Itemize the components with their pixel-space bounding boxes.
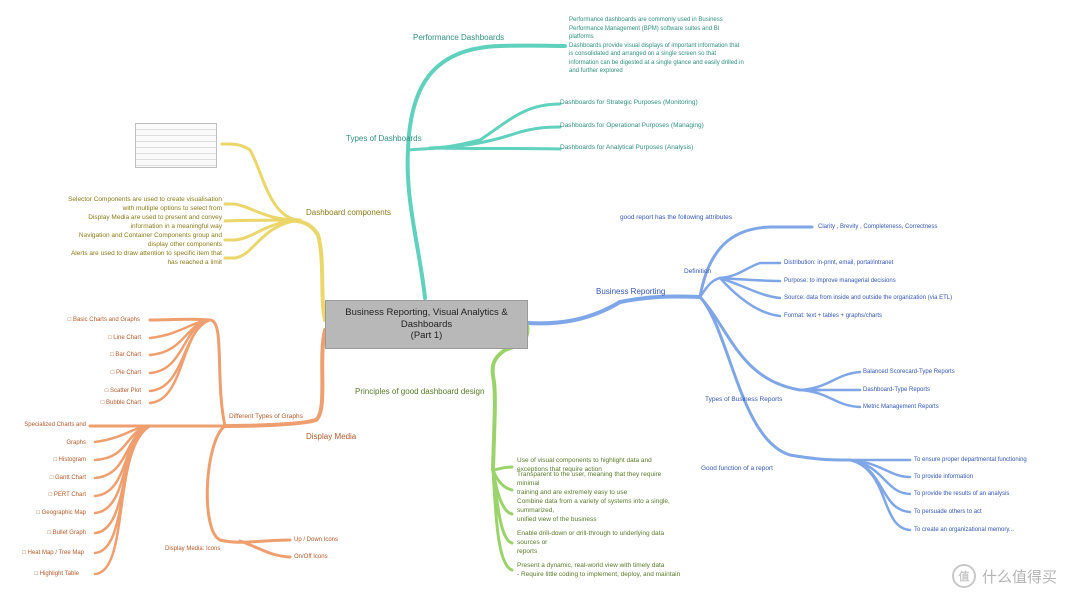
node-dashboard-type-reports[interactable]: Dashboard-Type Reports [863,387,931,393]
navigation-components-line1: Navigation and Container Components grou… [78,232,222,239]
node-gantt-chart[interactable]: □ Gantt Chart [49,475,86,481]
node-types-of-dashboards[interactable]: Types of Dashboards [346,134,422,143]
node-principle-drill-down[interactable]: Enable drill-down or drill-through to un… [517,529,664,556]
node-highlight-table[interactable]: □ Highlight Table [34,571,79,577]
node-format[interactable]: Format: text + tables + graphs/charts [784,313,883,319]
performance-notes: Performance dashboards are commonly used… [569,16,744,76]
node-geographic-map[interactable]: □ Geographic Map [36,510,86,516]
principle-3-line1: Combine data from a variety of systems i… [517,498,670,505]
principle-2-line1: Transparent to the user, meaning that th… [517,471,662,478]
node-dashboard-strategic[interactable]: Dashboards for Strategic Purposes (Monit… [560,99,698,106]
navigation-components-line2: display other components [147,241,222,248]
dashboard-components-thumbnail [135,123,217,168]
node-line-chart[interactable]: □ Line Chart [108,335,141,341]
node-display-media-component[interactable]: Display Media are used to present and co… [20,213,222,231]
node-scatter-plot[interactable]: □ Scatter Plot [104,388,141,394]
central-title-line3: (Part 1) [410,330,443,342]
watermark-logo-icon: 值 [952,564,976,588]
principle-1-line1: Use of visual components to highlight da… [517,457,652,464]
node-on-off-icons[interactable]: On/Off Icons [294,554,328,560]
principle-3-line2: summarized, [517,507,555,514]
node-bullet-graph[interactable]: □ Bullet Graph [47,530,86,536]
node-purpose[interactable]: Purpose: to improve managerial decisions [784,278,896,284]
performance-note-6: information can be digested at a single … [569,59,744,66]
node-up-down-icons[interactable]: Up / Down Icons [294,537,339,543]
principle-4-line1: Enable drill-down or drill-through to un… [517,530,665,537]
node-types-of-business-reports[interactable]: Types of Business Reports [705,396,783,403]
alerts-line1: Alerts are used to draw attention to spe… [70,250,222,257]
node-function-analysis[interactable]: To provide the results of an analysis [914,491,1010,497]
node-distribution[interactable]: Distribution: in-print, email, portal/in… [784,260,894,266]
node-bar-chart[interactable]: □ Bar Chart [110,352,141,358]
principle-3-line3: unified view of the business [517,516,597,523]
performance-note-2: Performance Management (BPM) software su… [569,25,720,32]
node-alerts[interactable]: Alerts are used to draw attention to spe… [20,249,222,267]
performance-note-3: platforms [569,34,594,40]
display-media-component-line2: information in a meaningful way [130,223,222,230]
node-good-report-attributes[interactable]: good report has the following attributes [620,214,733,221]
principle-4-line3: reports [517,548,538,555]
principle-2-line3: training and are extremely easy to use [517,489,628,496]
node-basic-charts[interactable]: □ Basic Charts and Graphs [67,317,140,323]
node-function-persuade[interactable]: To persuade others to act [914,509,982,515]
node-dashboard-analytical[interactable]: Dashboards for Analytical Purposes (Anal… [560,144,694,151]
node-source[interactable]: Source: data from inside and outside the… [784,295,953,301]
selector-components-line1: Selector Components are used to create v… [68,196,222,203]
node-dashboard-components[interactable]: Dashboard components [306,208,391,217]
selector-components-line2: with multiple options to select from [122,205,222,212]
node-metric-management[interactable]: Metric Management Reports [863,404,939,410]
node-definition[interactable]: Definition [684,268,712,275]
node-bubble-chart[interactable]: □ Bubble Chart [100,400,141,406]
alerts-line2: has reached a limit [167,259,222,266]
principle-1-line2: exceptions that require action [517,466,602,473]
node-pie-chart[interactable]: □ Pie Chart [110,370,141,376]
node-different-types-of-graphs[interactable]: Different Types of Graphs [229,413,303,420]
principle-5-line1: Present a dynamic, real-world view with … [517,562,665,569]
node-performance-dashboards[interactable]: Performance Dashboards [413,33,505,42]
node-principle-dynamic-view[interactable]: Present a dynamic, real-world view with … [517,561,680,579]
performance-note-1: Performance dashboards are commonly used… [569,17,723,23]
node-principle-combine-data[interactable]: Combine data from a variety of systems i… [517,497,670,524]
central-topic[interactable]: Business Reporting, Visual Analytics & D… [325,300,528,349]
performance-note-7: and further explored [569,68,623,74]
performance-note-5: is consolidated and arranged on a single… [569,51,717,57]
node-business-reporting[interactable]: Business Reporting [596,287,666,296]
watermark-text: 什么值得买 [982,568,1058,586]
principle-4-line2: sources or [517,539,548,546]
node-navigation-components[interactable]: Navigation and Container Components grou… [20,231,222,249]
node-function-memory[interactable]: To create an organizational memory... [914,527,1014,533]
principle-2-line2: minimal [517,480,540,487]
node-clarity-brevity[interactable]: Clarity , Brevity , Completeness, Correc… [818,224,938,230]
node-dashboard-operational[interactable]: Dashboards for Operational Purposes (Man… [560,122,704,129]
node-pert-chart[interactable]: □ PERT Chart [48,492,86,498]
principle-5-line2: - Require little coding to implement, de… [517,571,681,578]
node-principle-visual-components[interactable]: Use of visual components to highlight da… [517,456,652,474]
node-function-ensure[interactable]: To ensure proper departmental functionin… [914,457,1027,463]
node-heat-map[interactable]: □ Heat Map / Tree Map [22,550,84,556]
node-display-media[interactable]: Display Media [306,432,357,441]
node-principles[interactable]: Principles of good dashboard design [355,387,485,396]
site-watermark: 值 什么值得买 [952,564,1057,588]
node-selector-components[interactable]: Selector Components are used to create v… [20,195,222,213]
display-media-component-line1: Display Media are used to present and co… [88,214,222,221]
node-histogram[interactable]: □ Histogram [53,457,86,463]
node-display-media-icons[interactable]: Display Media: Icons [165,546,221,552]
node-specialized-charts-line1[interactable]: Specialized Charts and [24,422,86,428]
node-balanced-scorecard[interactable]: Balanced Scorecard-Type Reports [863,369,955,375]
central-title-line2: Dashboards [400,318,453,330]
node-good-function[interactable]: Good function of a report [701,465,773,472]
node-specialized-charts-line2[interactable]: Graphs [66,440,86,446]
performance-note-4: Dashboards provide visual displays of im… [569,42,740,49]
node-principle-transparent[interactable]: Transparent to the user, meaning that th… [517,470,661,497]
central-title-line1: Business Reporting, Visual Analytics & [345,307,508,319]
node-function-information[interactable]: To provide information [914,474,974,480]
